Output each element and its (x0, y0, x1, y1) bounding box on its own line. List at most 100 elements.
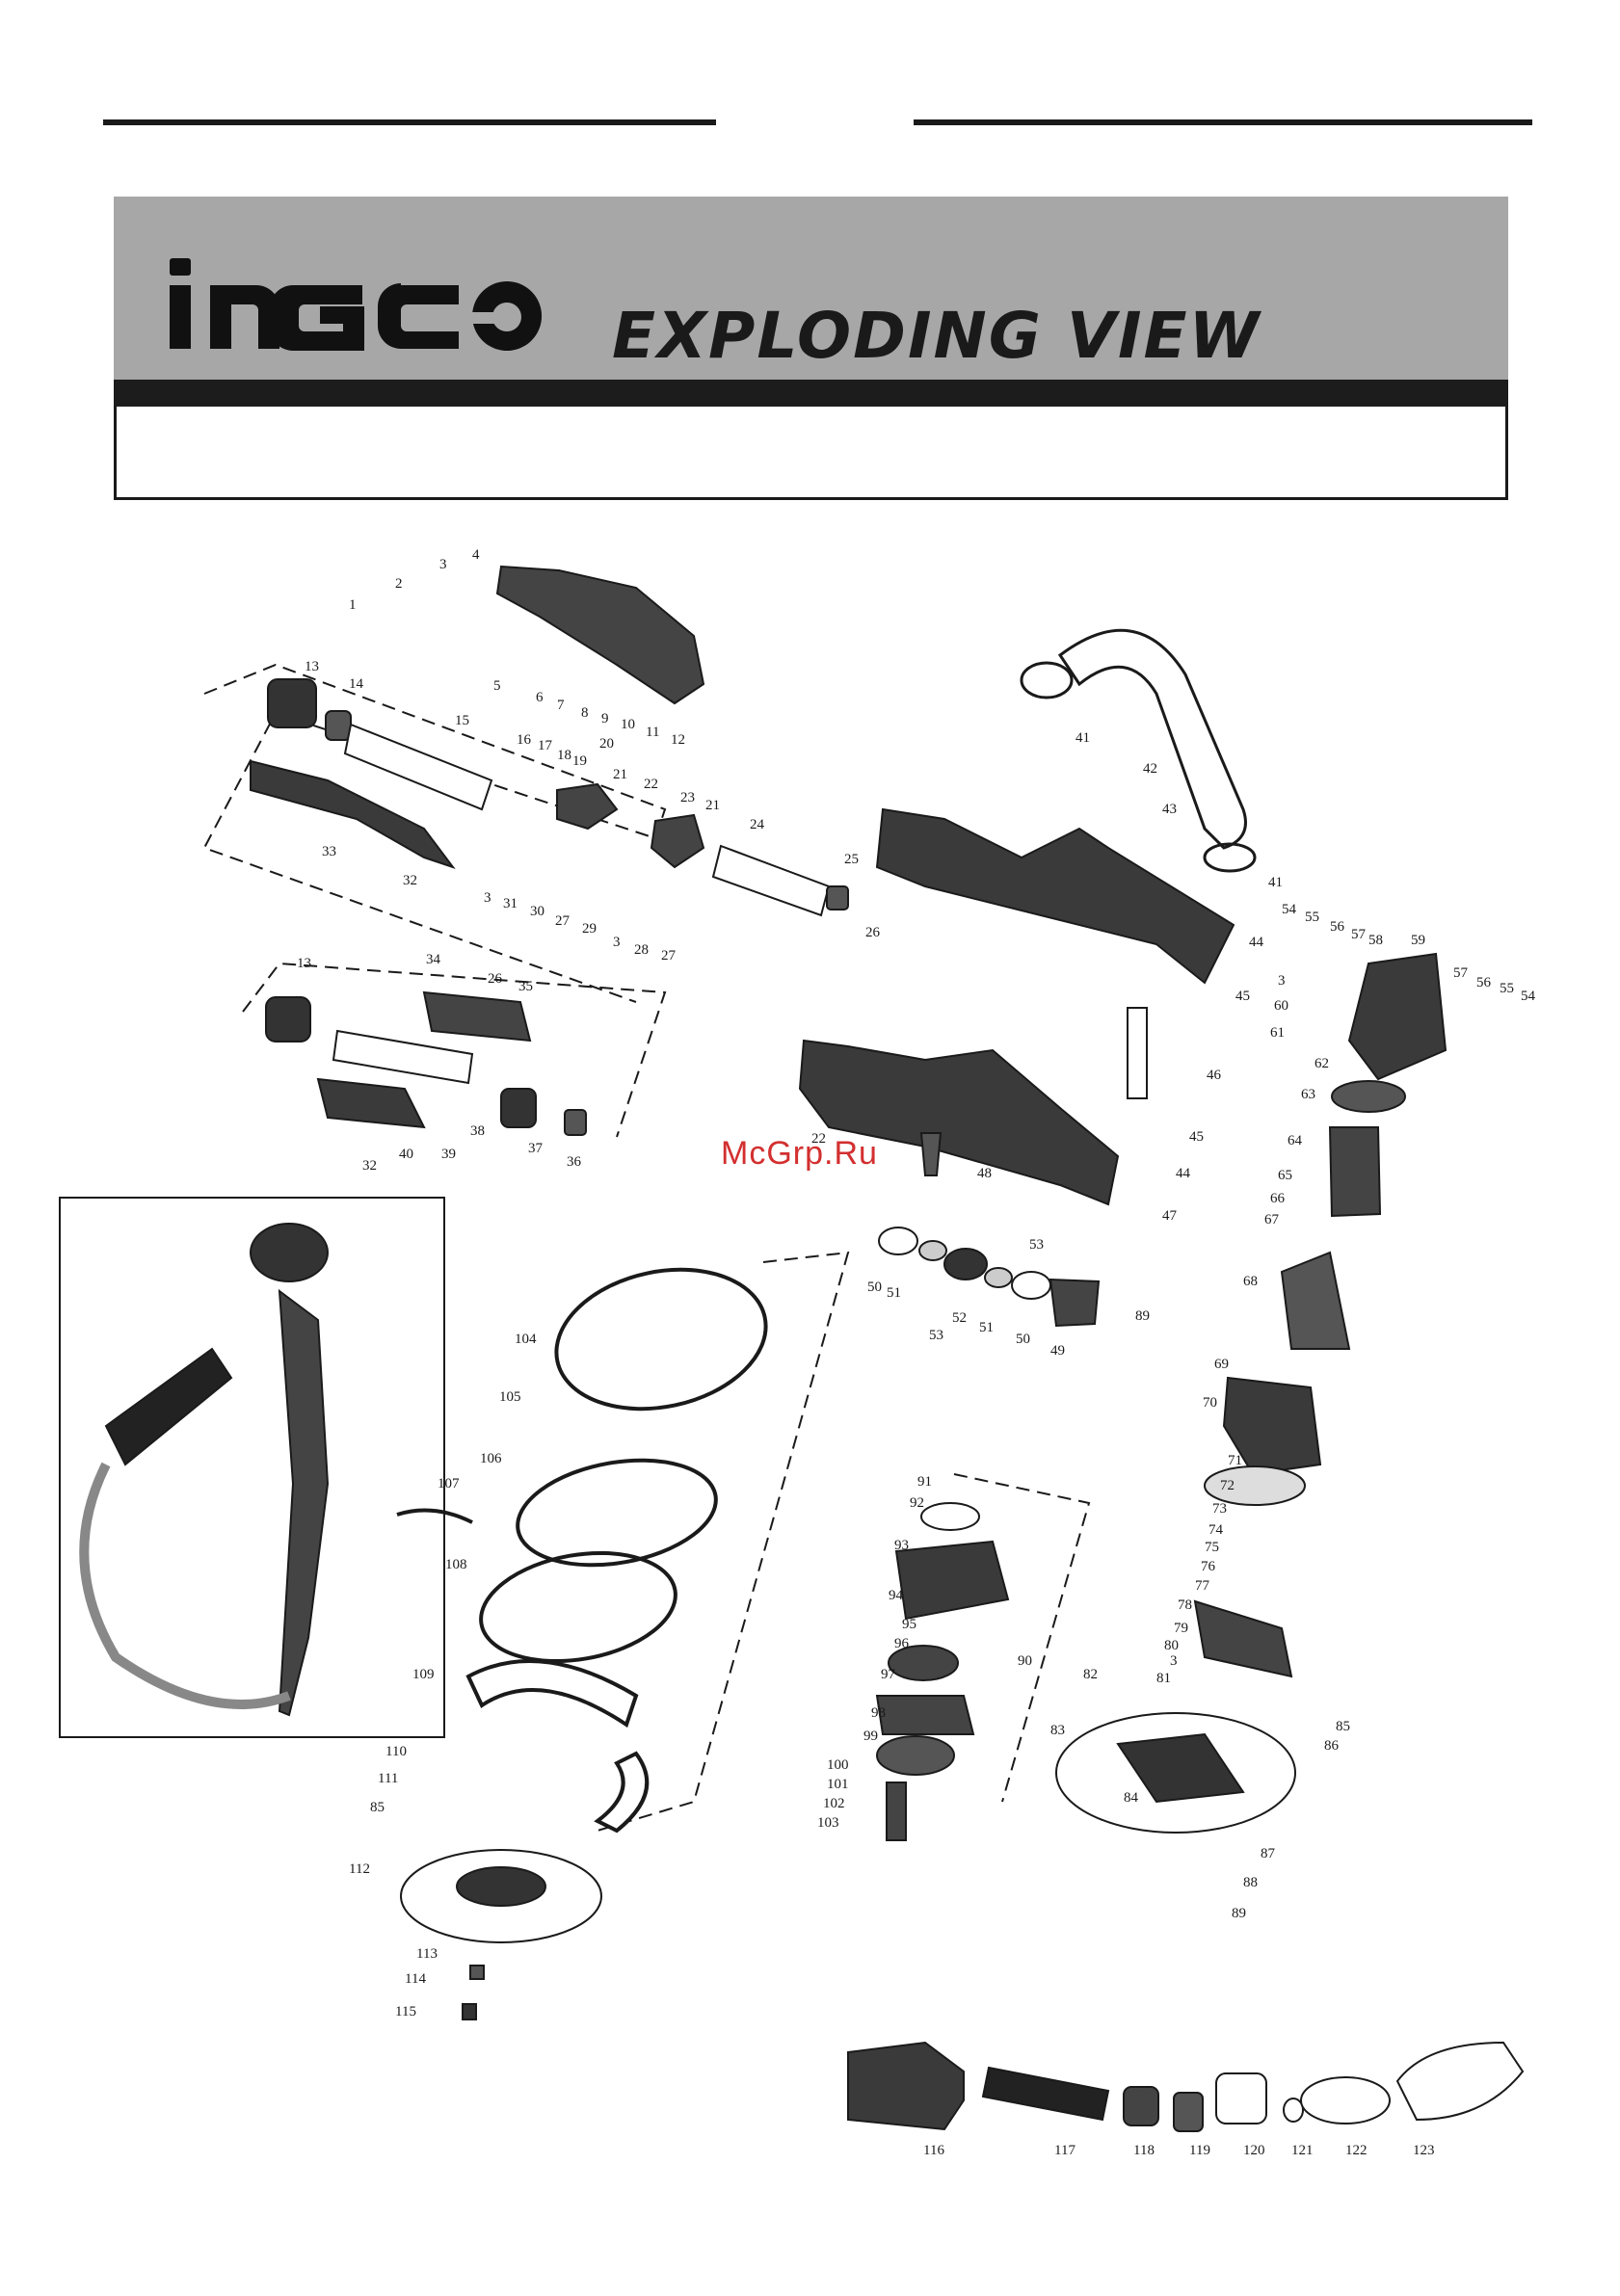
part-label-21: 21 (613, 767, 627, 782)
part-label-28: 28 (634, 942, 649, 958)
part-label-22: 22 (644, 777, 658, 792)
pin-48 (919, 1132, 943, 1176)
knob-13-top (267, 678, 317, 728)
part-label-78: 78 (1178, 1597, 1192, 1613)
screw-115 (462, 2003, 477, 2020)
part-label-95: 95 (902, 1617, 916, 1632)
part-label-77: 77 (1195, 1578, 1210, 1594)
part-label-14: 14 (349, 676, 364, 692)
part-label-3: 3 (1170, 1653, 1178, 1669)
part-label-120: 120 (1243, 2143, 1265, 2158)
part-label-103: 103 (817, 1815, 839, 1831)
part-label-117: 117 (1054, 2143, 1076, 2158)
plate-98 (876, 1735, 955, 1776)
part-label-57: 57 (1351, 927, 1367, 942)
part-label-15: 15 (455, 713, 469, 728)
coupling-118 (1123, 2086, 1159, 2126)
part-label-23: 23 (680, 790, 695, 805)
assembly-outline-lower-left (242, 962, 667, 1138)
part-label-66: 66 (1270, 1191, 1286, 1206)
part-label-57: 57 (1453, 965, 1469, 981)
part-label-26: 26 (865, 925, 881, 940)
part-label-112: 112 (349, 1861, 370, 1877)
fan-71 (1204, 1465, 1306, 1506)
part-label-1: 1 (349, 597, 357, 613)
part-label-47: 47 (1162, 1208, 1178, 1224)
part-label-3: 3 (439, 557, 447, 572)
part-label-27: 27 (555, 913, 571, 929)
part-label-84: 84 (1124, 1790, 1139, 1806)
gear-case-93 (894, 1540, 1010, 1621)
part-label-17: 17 (538, 738, 553, 753)
part-label-41: 41 (1268, 875, 1283, 890)
part-label-35: 35 (518, 979, 533, 994)
part-label-12: 12 (671, 732, 685, 748)
part-label-18: 18 (557, 748, 571, 763)
part-label-89: 89 (1232, 1906, 1246, 1921)
ring-108 (479, 1550, 677, 1664)
part-label-101: 101 (827, 1777, 849, 1792)
part-label-32: 32 (403, 873, 417, 888)
part-label-55: 55 (1305, 910, 1319, 925)
part-label-75: 75 (1205, 1540, 1219, 1555)
part-label-80: 80 (1164, 1638, 1179, 1653)
ingco-logo-icon (170, 258, 543, 351)
bearing-50-left (878, 1227, 918, 1255)
ring-14 (325, 710, 352, 741)
tube-24 (711, 844, 831, 917)
part-label-25: 25 (844, 852, 859, 867)
header-banner-bar (114, 380, 1508, 409)
coupling-119 (1173, 2092, 1204, 2132)
part-label-6: 6 (536, 690, 544, 705)
part-label-37: 37 (528, 1141, 544, 1156)
assembly-outline-gear-group (953, 1473, 1091, 1803)
part-label-97: 97 (881, 1667, 896, 1682)
part-label-40: 40 (399, 1147, 413, 1162)
part-label-88: 88 (1243, 1875, 1258, 1890)
bearing-50-right (1011, 1271, 1051, 1300)
part-label-13: 13 (305, 659, 319, 674)
part-label-122: 122 (1345, 2143, 1368, 2158)
part-label-107: 107 (438, 1476, 460, 1491)
part-label-53: 53 (929, 1328, 943, 1343)
part-label-105: 105 (499, 1389, 521, 1405)
part-label-113: 113 (416, 1946, 438, 1962)
coupling-120 (1215, 2072, 1267, 2124)
part-label-44: 44 (1249, 935, 1264, 950)
housing-78 (1193, 1599, 1293, 1678)
part-label-45: 45 (1189, 1129, 1204, 1145)
part-label-85: 85 (1336, 1719, 1350, 1734)
part-label-89: 89 (1135, 1308, 1150, 1324)
part-label-118: 118 (1133, 2143, 1155, 2158)
part-label-79: 79 (1174, 1621, 1188, 1636)
bag-123 (1395, 2041, 1525, 2122)
shaft-100 (886, 1781, 907, 1841)
part-label-38: 38 (470, 1123, 485, 1139)
top-rule-left (103, 119, 716, 125)
stator-64 (1328, 1126, 1382, 1218)
part-label-98: 98 (871, 1705, 886, 1721)
inset-pole (278, 1288, 330, 1717)
base-plate-83 (1116, 1732, 1245, 1804)
part-label-51: 51 (887, 1285, 901, 1301)
part-label-52: 52 (952, 1310, 967, 1326)
part-label-85: 85 (370, 1800, 385, 1815)
part-label-90: 90 (1018, 1653, 1032, 1669)
part-label-93: 93 (894, 1538, 909, 1553)
part-label-34: 34 (426, 952, 441, 967)
part-label-19: 19 (572, 753, 587, 769)
part-label-29: 29 (582, 921, 597, 937)
motor-housing-62 (1347, 952, 1447, 1081)
collar-36 (564, 1109, 587, 1136)
part-label-62: 62 (1315, 1056, 1329, 1071)
part-label-102: 102 (823, 1796, 845, 1811)
gear-housing-70 (1222, 1376, 1322, 1476)
part-label-5: 5 (493, 678, 501, 694)
skirt-109 (465, 1659, 639, 1729)
tool-overview-inset (59, 1197, 445, 1738)
part-label-108: 108 (445, 1557, 467, 1572)
clamp-41-bottom (1203, 842, 1257, 873)
part-label-100: 100 (827, 1757, 849, 1773)
part-label-68: 68 (1243, 1274, 1258, 1289)
inset-sanding-head (250, 1223, 329, 1282)
